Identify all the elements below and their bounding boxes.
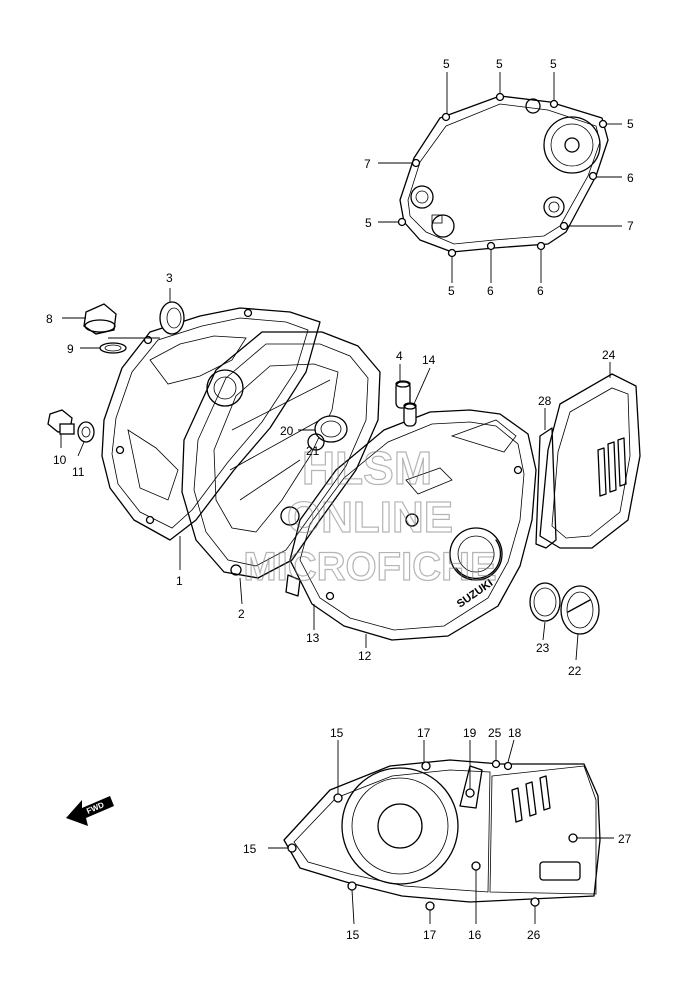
- watermark-line-3: MICROFICHE: [243, 545, 496, 589]
- callout-4: 4: [396, 349, 403, 363]
- callout-6-right: 6: [627, 171, 634, 185]
- forward-direction-arrow-icon: FWD: [66, 796, 114, 826]
- grommet: [307, 415, 348, 451]
- callout-22: 22: [568, 664, 582, 678]
- callout-25: 25: [488, 726, 502, 740]
- callout-16: 16: [468, 928, 482, 942]
- callout-15-bottom: 15: [346, 928, 360, 942]
- callout-24: 24: [602, 348, 616, 362]
- callout-5-top-a: 5: [443, 57, 450, 71]
- drain-bolt: [47, 409, 95, 443]
- inspection-cap: [529, 582, 600, 635]
- callout-1: 1: [176, 574, 183, 588]
- clutch-cover-outer: [397, 92, 609, 258]
- callout-5-top-c: 5: [550, 57, 557, 71]
- callout-5-top-b: 5: [496, 57, 503, 71]
- main-leaders: [60, 288, 611, 661]
- callout-10: 10: [53, 453, 67, 467]
- callout-27: 27: [618, 832, 632, 846]
- watermark-line-2: ONLINE: [287, 493, 453, 542]
- callout-5-right: 5: [627, 117, 634, 131]
- callout-5-bottom: 5: [448, 284, 455, 298]
- callout-21: 21: [306, 444, 320, 458]
- callout-7-left: 7: [364, 157, 371, 171]
- callout-5-left: 5: [365, 216, 372, 230]
- callout-19: 19: [463, 726, 477, 740]
- callout-6-bottom-b: 6: [537, 284, 544, 298]
- callout-18: 18: [508, 726, 522, 740]
- bottom-leaders: [268, 739, 614, 925]
- callout-26: 26: [527, 928, 541, 942]
- sprocket-cover: [535, 373, 641, 549]
- generator-cover-outer: [283, 759, 601, 911]
- callout-8: 8: [46, 312, 53, 326]
- callout-15-top: 15: [330, 726, 344, 740]
- callout-14: 14: [422, 353, 436, 367]
- watermark: HLSM ONLINE MICROFICHE: [243, 441, 498, 589]
- callout-3: 3: [166, 271, 173, 285]
- callout-28: 28: [538, 394, 552, 408]
- callout-7-right: 7: [627, 219, 634, 233]
- oil-filler-plug: [83, 303, 127, 354]
- callout-labels: 1 2 3 4 8 9 10 11 12 13 14 20 21 22 23 2…: [46, 57, 634, 942]
- callout-12: 12: [358, 649, 372, 663]
- callout-17-top: 17: [417, 726, 431, 740]
- top-leaders: [378, 72, 622, 283]
- callout-13: 13: [306, 631, 320, 645]
- callout-20: 20: [280, 424, 294, 438]
- callout-23: 23: [536, 641, 550, 655]
- callout-15-left: 15: [243, 842, 257, 856]
- oil-seal: [159, 301, 185, 335]
- callout-6-bottom-a: 6: [487, 284, 494, 298]
- callout-2: 2: [238, 607, 245, 621]
- dowel-pins: [395, 380, 417, 427]
- callout-17-bottom: 17: [423, 928, 437, 942]
- watermark-line-1: HLSM: [302, 442, 432, 494]
- callout-9: 9: [67, 342, 74, 356]
- callout-11: 11: [72, 465, 85, 479]
